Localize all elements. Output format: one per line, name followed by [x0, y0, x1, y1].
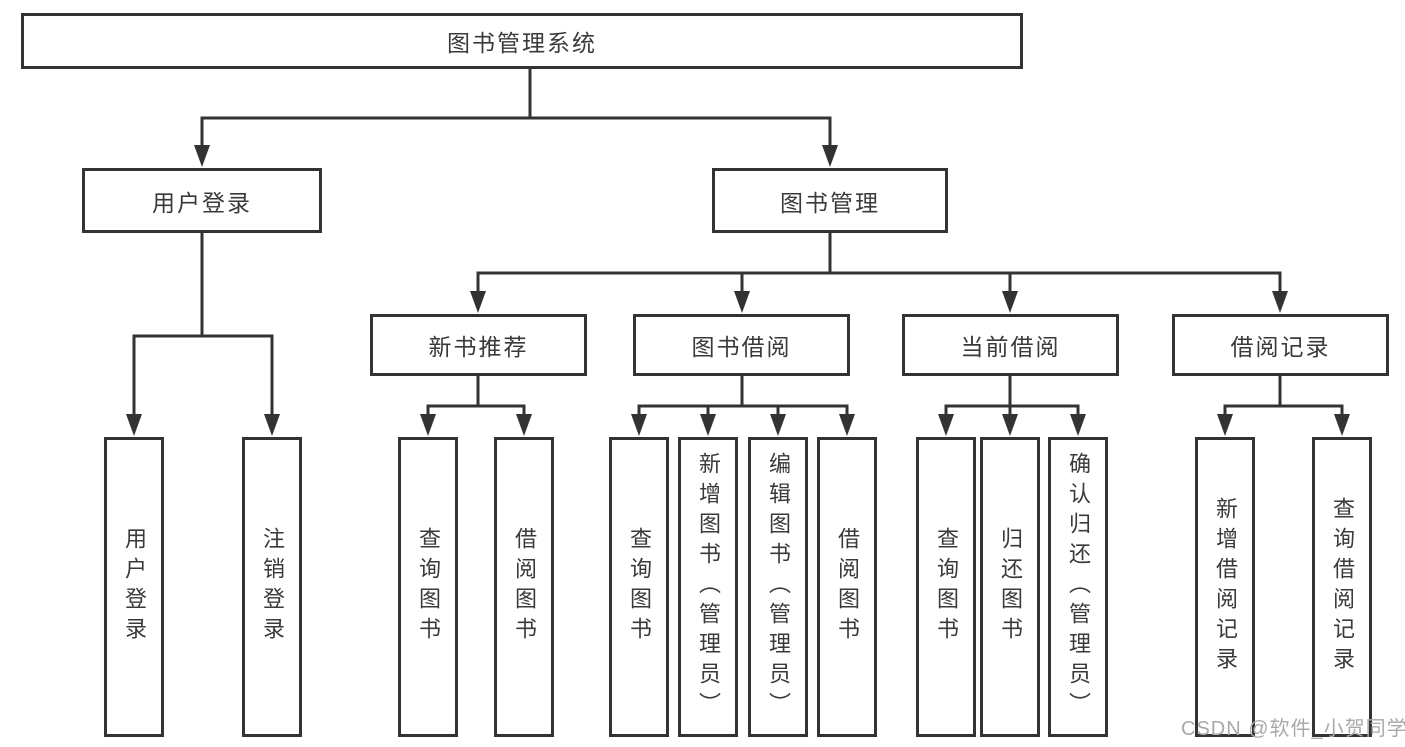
connector-paths — [132, 67, 1344, 418]
node-borrow-books-recommend: 借阅图书 — [494, 437, 554, 737]
node-new-book-recommendation-label: 新书推荐 — [428, 334, 529, 360]
node-confirm-return-admin-label: 确认归还（管理员） — [1066, 452, 1091, 722]
node-query-books-recommend-label: 查询图书 — [416, 527, 441, 647]
node-book-management: 图书管理 — [712, 168, 948, 233]
node-borrow-books-borrowing-label: 借阅图书 — [835, 527, 860, 647]
node-query-books-current: 查询图书 — [916, 437, 976, 737]
node-borrow-books-recommend-label: 借阅图书 — [512, 527, 537, 647]
node-add-borrow-record: 新增借阅记录 — [1195, 437, 1255, 737]
node-logout-action-label: 注销登录 — [260, 527, 285, 647]
node-return-books: 归还图书 — [980, 437, 1040, 737]
arrowhead-icons — [126, 145, 1350, 436]
node-return-books-label: 归还图书 — [998, 527, 1023, 647]
watermark-text: CSDN @软件_小贺同学 — [1181, 718, 1405, 740]
node-query-borrow-record: 查询借阅记录 — [1312, 437, 1372, 737]
node-current-borrowing: 当前借阅 — [902, 314, 1119, 376]
node-book-borrowing: 图书借阅 — [633, 314, 850, 376]
node-query-borrow-record-label: 查询借阅记录 — [1330, 497, 1355, 677]
node-add-books-admin-label: 新增图书（管理员） — [696, 452, 721, 722]
node-user-login-label: 用户登录 — [152, 189, 252, 216]
node-new-book-recommendation: 新书推荐 — [370, 314, 587, 376]
node-user-login: 用户登录 — [82, 168, 322, 233]
node-borrowing-records-label: 借阅记录 — [1230, 334, 1331, 360]
node-add-books-admin: 新增图书（管理员） — [678, 437, 738, 737]
node-book-borrowing-label: 图书借阅 — [691, 334, 792, 360]
node-book-management-label: 图书管理 — [780, 189, 880, 216]
node-current-borrowing-label: 当前借阅 — [960, 334, 1061, 360]
node-borrow-books-borrowing: 借阅图书 — [817, 437, 877, 737]
node-query-books-borrowing-label: 查询图书 — [627, 527, 652, 647]
node-query-books-recommend: 查询图书 — [398, 437, 458, 737]
node-borrowing-records: 借阅记录 — [1172, 314, 1389, 376]
node-edit-books-admin: 编辑图书（管理员） — [748, 437, 808, 737]
node-add-borrow-record-label: 新增借阅记录 — [1213, 497, 1238, 677]
node-logout-action: 注销登录 — [242, 437, 302, 737]
node-root: 图书管理系统 — [21, 13, 1023, 69]
node-edit-books-admin-label: 编辑图书（管理员） — [766, 452, 791, 722]
node-root-label: 图书管理系统 — [447, 30, 597, 56]
node-confirm-return-admin: 确认归还（管理员） — [1048, 437, 1108, 737]
node-query-books-current-label: 查询图书 — [934, 527, 959, 647]
node-user-login-action: 用户登录 — [104, 437, 164, 737]
node-user-login-action-label: 用户登录 — [122, 527, 147, 647]
node-query-books-borrowing: 查询图书 — [609, 437, 669, 737]
